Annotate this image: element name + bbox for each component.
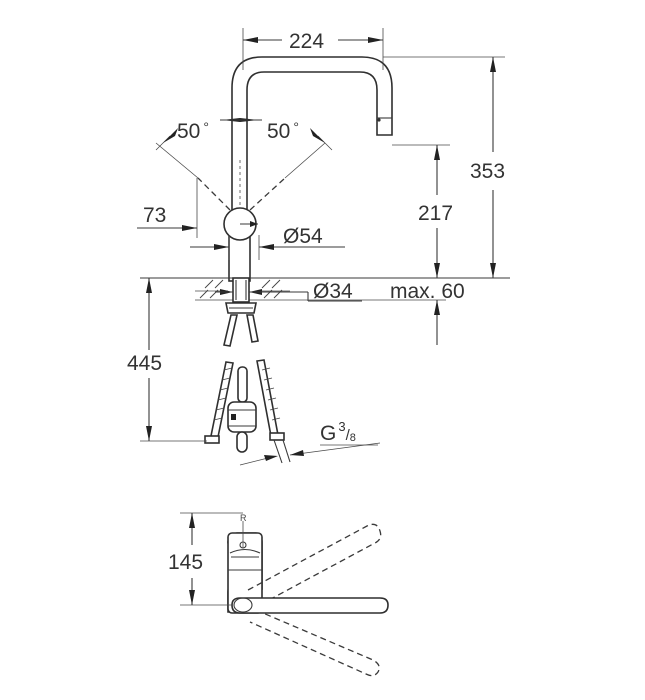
max-thickness-label: max. 60 <box>390 280 465 303</box>
rotation-label: R <box>240 513 247 523</box>
lever-depth-label: 145 <box>168 551 203 574</box>
hole-diameter-label: Ø34 <box>313 280 353 303</box>
pullout-hose-weight <box>227 366 257 453</box>
reach-label: 224 <box>289 30 324 53</box>
lever-depth-dimension: 145 <box>168 512 243 606</box>
angle-dimension: 50° 50° <box>177 118 299 143</box>
body-diameter-label: Ø54 <box>283 225 323 248</box>
front-view: 50° 50° 224 353 <box>127 28 510 466</box>
top-view: 145 R <box>168 512 389 677</box>
lever-offset-label: 73 <box>143 204 166 227</box>
lever-offset-dimension: 73 <box>137 178 198 238</box>
outlet-height-label: 217 <box>418 202 453 225</box>
hose-length-dimension: 445 <box>127 278 207 442</box>
angle-left-label: 50° <box>177 119 209 143</box>
angle-right-label: 50° <box>267 119 299 143</box>
outlet-height-dimension: 217 <box>392 144 453 278</box>
reach-dimension: 224 <box>242 28 384 70</box>
total-height-dimension: 353 <box>383 56 505 278</box>
spout <box>231 56 393 271</box>
hose-length-label: 445 <box>127 352 162 375</box>
supply-hoses <box>204 314 291 464</box>
faucet-body <box>223 160 258 282</box>
body-diameter-dimension: Ø54 <box>190 225 345 260</box>
counter-thickness-dimension: max. 60 <box>285 280 465 345</box>
countertop-section <box>195 277 362 314</box>
total-height-label: 353 <box>470 160 505 183</box>
lever-swing-indicator <box>155 128 333 211</box>
